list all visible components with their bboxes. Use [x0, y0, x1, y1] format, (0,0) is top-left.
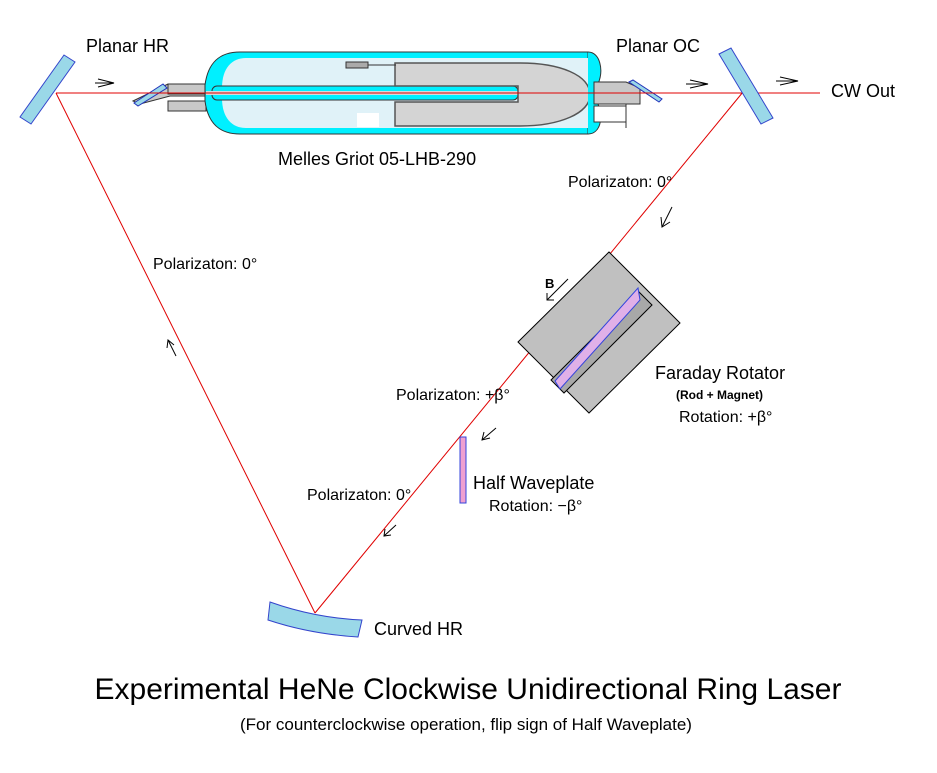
curved-hr-label: Curved HR [374, 619, 463, 639]
planar-oc-mirror [718, 47, 774, 125]
planar-hr-mirror [19, 54, 76, 125]
brewster-window-right [628, 79, 663, 103]
beam-direction-arrow-icon [481, 427, 497, 441]
beam-left-leg [55, 92, 316, 614]
brewster-window-left [133, 83, 168, 107]
beam-direction-arrow-icon [166, 339, 177, 357]
diagram-title: Experimental HeNe Clockwise Unidirection… [95, 673, 842, 706]
faraday-title-label: Faraday Rotator [655, 363, 785, 383]
getter [345, 61, 369, 69]
polarization-after-faraday-label: Polarizaton: +β° [396, 387, 510, 404]
beam-direction-arrow-icon [95, 78, 115, 88]
magnetic-field-arrow-icon [546, 278, 569, 301]
waveplate-rotation-label: Rotation: −β° [489, 498, 582, 515]
waveplate-title-label: Half Waveplate [473, 473, 594, 493]
beam-direction-arrow-icon [660, 206, 673, 228]
planar-hr-label: Planar HR [86, 36, 169, 56]
diagram-subtitle: (For counterclockwise operation, flip si… [240, 715, 692, 734]
polarization-after-waveplate-label: Polarizaton: 0° [307, 487, 411, 504]
polarization-after-oc-label: Polarizaton: 0° [568, 174, 672, 191]
beam-direction-arrow-icon [776, 76, 799, 86]
faraday-subtitle-label: (Rod + Magnet) [676, 388, 763, 402]
hene-tube [131, 51, 663, 135]
cw-out-label: CW Out [831, 81, 895, 101]
faraday-rod [554, 286, 641, 390]
faraday-rotator [517, 251, 681, 414]
tube-model-label: Melles Griot 05-LHB-290 [278, 149, 476, 169]
faraday-rotation-label: Rotation: +β° [679, 409, 772, 426]
polarization-left-leg-label: Polarizaton: 0° [153, 256, 257, 273]
magnetic-field-label: B [545, 276, 554, 291]
planar-oc-label: Planar OC [616, 36, 700, 56]
beam-path [55, 91, 820, 614]
beam-direction-arrow-icon [686, 79, 709, 89]
curved-hr-mirror [267, 601, 363, 638]
beam-direction-arrow-icon [383, 524, 397, 537]
half-waveplate [459, 436, 467, 504]
